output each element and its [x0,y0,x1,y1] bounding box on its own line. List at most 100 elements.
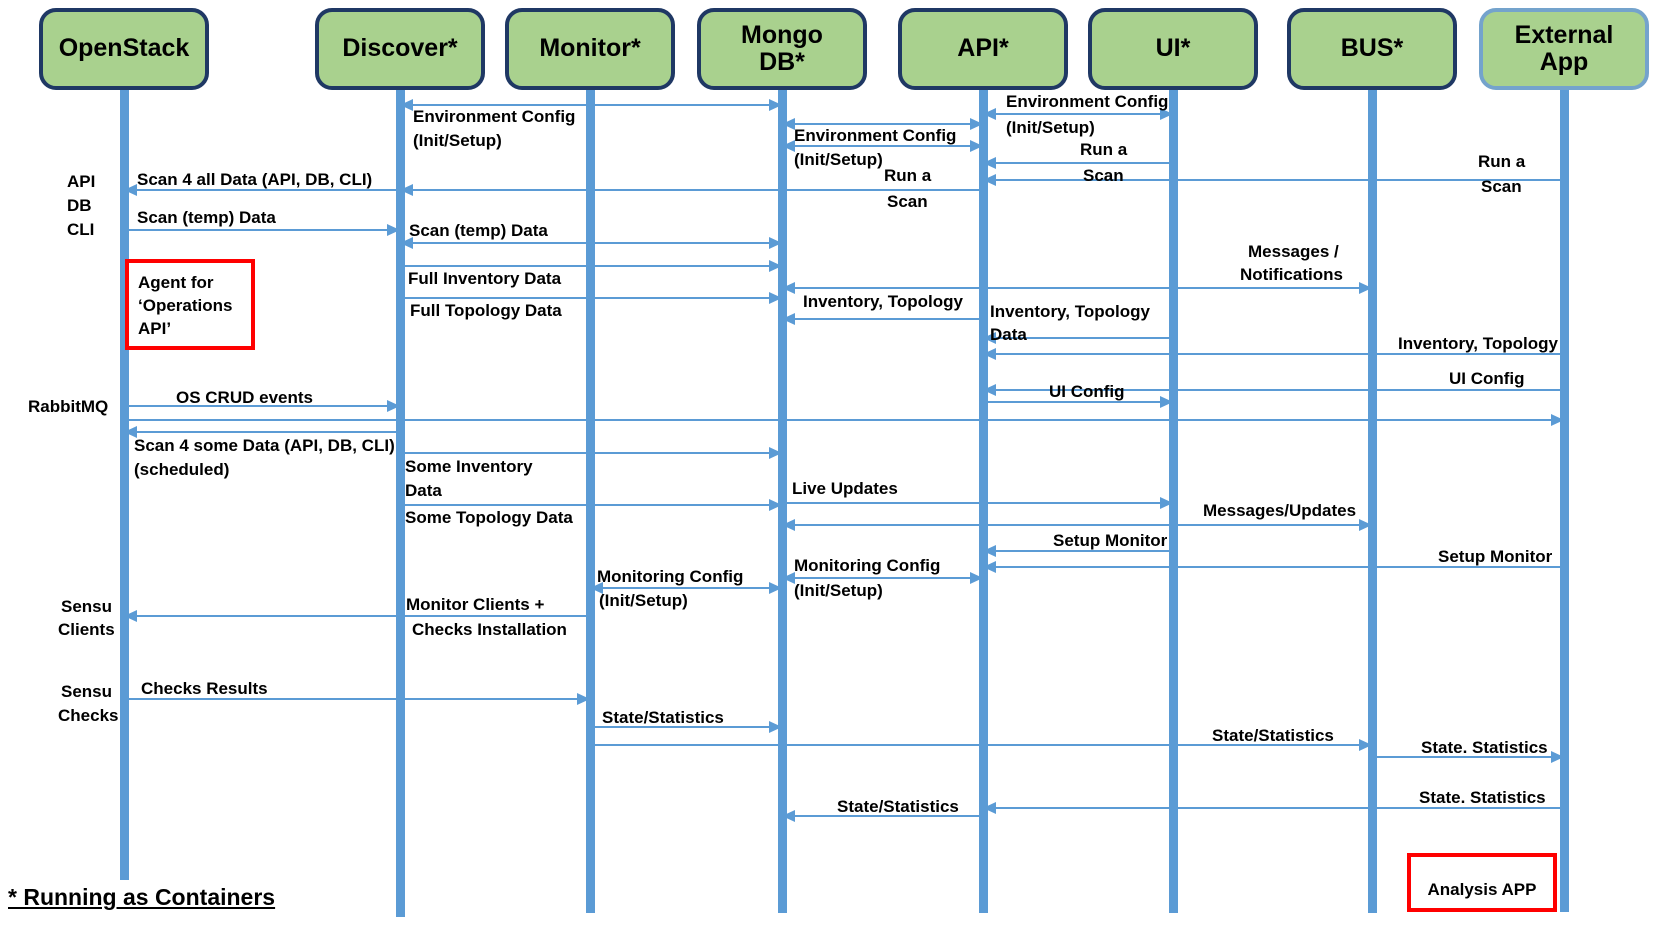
message-label: Inventory, Topology [803,292,963,311]
message-label: Monitor Clients + [406,595,545,614]
message-label: Some Inventory [405,457,533,476]
message-line-state-statistics-monitor-bus [590,744,1372,746]
message-label: Data [405,481,442,500]
message-line-setup-monitor-ui-api [983,550,1173,552]
message-label: (Init/Setup) [413,131,502,150]
arrowhead-right-messages-updates-mongodb-bus [1359,519,1372,531]
message-line-state-statistics-api-mongodb [782,815,983,817]
message-label: Live Updates [792,479,898,498]
message-label: (Init/Setup) [794,581,883,600]
message-label: Messages/Updates [1203,501,1357,520]
message-label: Scan 4 some Data (API, DB, CLI) [134,436,395,455]
message-line-scan-4-all-data-discover-openstack [124,189,400,191]
message-line-scan-4-some-data-discover-openstack [124,431,400,433]
lifeline-bus [1368,88,1377,913]
message-line-setup-monitor-external-api [983,566,1564,568]
message-label: Scan 4 all Data (API, DB, CLI) [137,170,373,189]
arrowhead-right-state-statistics-monitor-bus [1359,739,1372,751]
arrowhead-right-monitoring-config-mongodb-api [970,572,983,584]
arrowhead-left-env-config-api-ui [983,108,996,120]
message-line-full-topology-data-discover-mongodb [400,297,782,299]
message-line-env-config-api-ui [983,113,1173,115]
arrowhead-left-scan-4-some-data-discover-openstack [124,426,137,438]
message-line-monitoring-config-monitor-mongodb [590,587,782,589]
message-label: Environment Config [1006,92,1169,111]
message-label: Full Topology Data [410,301,562,320]
message-line-live-updates-mongodb-ui [782,502,1173,504]
arrowhead-right-state-statistics-bus-external [1551,751,1564,763]
message-line-some-topology-data-discover-mongodb [400,504,782,506]
message-label: Clients [58,620,115,639]
arrowhead-left-scan-temp-data-discover-mongodb [400,237,413,249]
message-label: Setup Monitor [1438,547,1553,566]
arrowhead-right-checks-results-openstack-monitor [577,693,590,705]
message-line-inventory-topology-external-api [983,353,1564,355]
arrowhead-left-inventory-topology-external-api [983,348,996,360]
message-line-inventory-topology-api-mongodb-2 [782,318,983,320]
arrowhead-right-scan-temp-data-openstack-discover [387,224,400,236]
arrowhead-left-env-config-mongodb-api-2 [782,140,795,152]
actor-box-bus: BUS* [1287,8,1457,90]
message-label: Scan [887,192,928,211]
message-line-scan-4-all-data-api-discover [400,189,983,191]
message-line-env-config-discover-mongodb [400,104,782,106]
arrowhead-right-scan-temp-data-discover-mongodb [769,237,782,249]
arrowhead-left-scan-4-all-data-discover-openstack [124,184,137,196]
message-line-scan-temp-data-openstack-discover [124,229,400,231]
message-label: UI Config [1449,369,1525,388]
message-label: UI Config [1049,382,1125,401]
message-label: Inventory, Topology [1398,334,1558,353]
message-label: Monitoring Config [794,556,941,575]
arrowhead-right-env-config-discover-mongodb [769,99,782,111]
message-line-state-statistics-bus-external [1372,756,1564,758]
actor-box-api: API* [898,8,1068,90]
lifeline-mongo-db [778,88,787,913]
message-line-inventory-topology-api-mongodb-1 [782,287,983,289]
message-label: (Init/Setup) [794,150,883,169]
arrowhead-left-monitor-clients-monitor-openstack [124,610,137,622]
message-label: Messages / [1248,242,1339,261]
message-label: Full Inventory Data [408,269,562,288]
message-label: Checks Installation [412,620,567,639]
message-label: State/Statistics [1212,726,1334,745]
message-line-run-a-scan-external-api [983,179,1564,181]
message-label: CLI [67,220,95,239]
lifeline-external-app [1560,88,1569,912]
message-label: Scan [1083,166,1124,185]
callout-agent-operations-api: Agent for ‘Operations API’ [125,259,255,350]
actor-box-mongo-db: Mongo DB* [697,8,867,90]
arrowhead-right-full-topology-data-discover-mongodb [769,292,782,304]
arrowhead-right-env-config-api-ui [1160,108,1173,120]
message-label: Inventory, Topology [990,302,1150,321]
arrowhead-left-state-statistics-api-mongodb [782,810,795,822]
message-label: RabbitMQ [28,397,109,416]
message-line-scan-temp-data-discover-mongodb [400,242,782,244]
arrowhead-right-messages-notifications-api-bus [1359,282,1372,294]
message-line-state-statistics-monitor-mongodb [590,726,782,728]
message-line-env-config-mongodb-api-2 [782,145,983,147]
arrowhead-right-full-inventory-data-discover-mongodb [769,260,782,272]
arrowhead-right-os-crud-events-openstack-discover [387,400,400,412]
arrowhead-left-inventory-topology-api-mongodb-2 [782,313,795,325]
message-line-messages-updates-mongodb-bus [782,524,1372,526]
message-line-os-crud-events-openstack-discover [124,405,400,407]
arrowhead-right-some-topology-data-discover-mongodb [769,499,782,511]
message-label: Sensu [61,597,113,616]
arrowhead-left-scan-4-all-data-api-discover [400,184,413,196]
message-label: Checks Results [141,679,268,698]
message-line-some-inventory-data-discover-mongodb [400,452,782,454]
message-line-state-statistics-external-api [983,807,1564,809]
message-label: Monitoring Config [597,567,744,586]
arrowhead-left-env-config-discover-mongodb [400,99,413,111]
message-label: OS CRUD events [176,388,313,407]
actor-box-ui: UI* [1088,8,1258,90]
message-label: Run a [1080,140,1128,159]
lifeline-openstack [120,88,129,880]
arrowhead-right-some-inventory-data-discover-mongodb [769,447,782,459]
actor-box-discover: Discover* [315,8,485,90]
arrowhead-right-env-config-mongodb-api-1 [970,118,983,130]
arrowhead-right-env-config-mongodb-api-2 [970,140,983,152]
arrowhead-right-ui-config-api-ui [1160,396,1173,408]
message-label: State/Statistics [602,708,724,727]
